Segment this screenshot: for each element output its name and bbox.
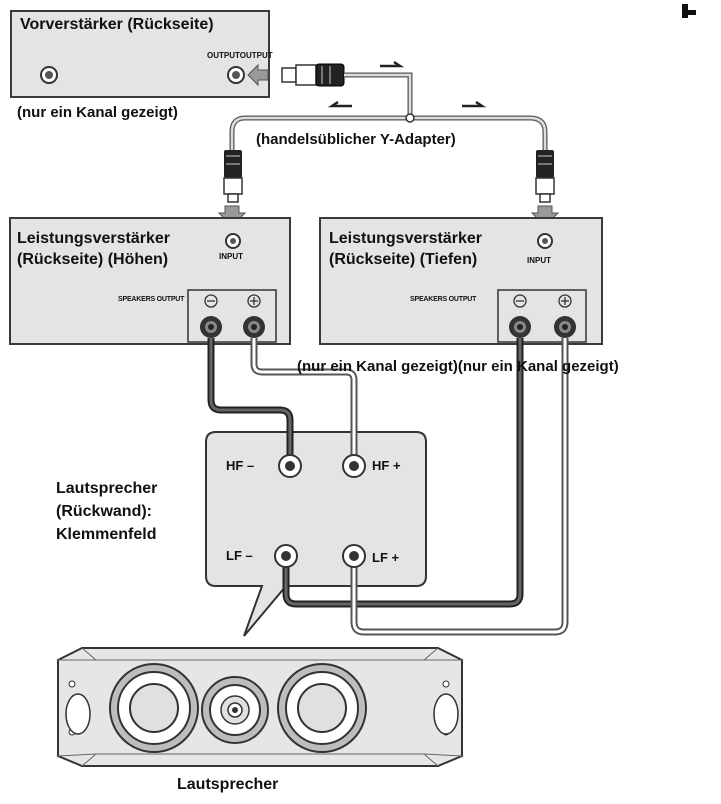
amp-high-input-jack	[225, 233, 241, 249]
preamp-output-jack-icon	[227, 66, 245, 84]
amp-low-title-line2: (Rückseite) (Tiefen)	[329, 251, 478, 268]
speaker-caption: Lautsprecher	[177, 776, 279, 793]
preamp-jack-left-icon	[40, 66, 58, 84]
amp-high-plus-terminal	[243, 316, 265, 338]
hf-plus-label: HF +	[372, 458, 401, 473]
amp-high-speakers-output-label: SPEAKERS OUTPUT	[118, 296, 185, 303]
preamp-title: Vorverstärker (Rückseite)	[20, 16, 214, 33]
preamp-jacks-overlay	[40, 63, 269, 87]
hf-minus-label: HF –	[226, 458, 255, 473]
amp-high-speaker-terminal-box	[187, 289, 277, 343]
amp-high-title-line1: Leistungsverstärker	[17, 230, 170, 247]
signal-arrow-2	[327, 100, 352, 108]
preamp-panel: Vorverstärker (Rückseite)	[10, 10, 270, 98]
signal-arrow-1	[380, 60, 405, 68]
amp-low-speakers-output-label: SPEAKERS OUTPUT	[410, 296, 477, 303]
y-adapter-label: (handelsüblicher Y-Adapter)	[256, 131, 456, 148]
amp-low-plus-terminal	[554, 316, 576, 338]
amp-high-title-line2: (Rückseite) (Höhen)	[17, 251, 169, 268]
terminal-panel-caption-line1: Lautsprecher	[56, 480, 158, 497]
rca-plug-right	[535, 150, 555, 203]
signal-arrow-3	[462, 100, 487, 108]
lf-minus-terminal	[274, 544, 298, 568]
lf-plus-terminal	[342, 544, 366, 568]
hf-minus-terminal	[278, 454, 302, 478]
amp-low-minus-terminal	[509, 316, 531, 338]
preamp-output-label: OUTPUTOUTPUT	[207, 51, 273, 60]
page-marker-glyph	[682, 4, 696, 18]
amp-high-minus-terminal	[200, 316, 222, 338]
lf-plus-label: LF +	[372, 550, 400, 565]
preamp-channel-note: (nur ein Kanal gezeigt)	[17, 104, 178, 121]
amp-channel-note: (nur ein Kanal gezeigt)(nur ein Kanal ge…	[297, 358, 619, 375]
amp-low-input-label: INPUT	[527, 256, 551, 265]
rca-plug-left	[223, 150, 243, 203]
terminal-panel-callout	[205, 431, 427, 637]
lf-minus-label: LF –	[226, 548, 253, 563]
amp-high-input-label: INPUT	[219, 252, 243, 261]
amp-low-input-jack	[537, 233, 553, 249]
speaker-cabinet-drawing	[57, 647, 463, 767]
rca-plug-preamp	[281, 63, 345, 87]
terminal-panel-caption-line3: Klemmenfeld	[56, 526, 157, 543]
hf-plus-terminal	[342, 454, 366, 478]
amp-low-title-line1: Leistungsverstärker	[329, 230, 482, 247]
terminal-panel-caption-line2: (Rückwand):	[56, 503, 152, 520]
